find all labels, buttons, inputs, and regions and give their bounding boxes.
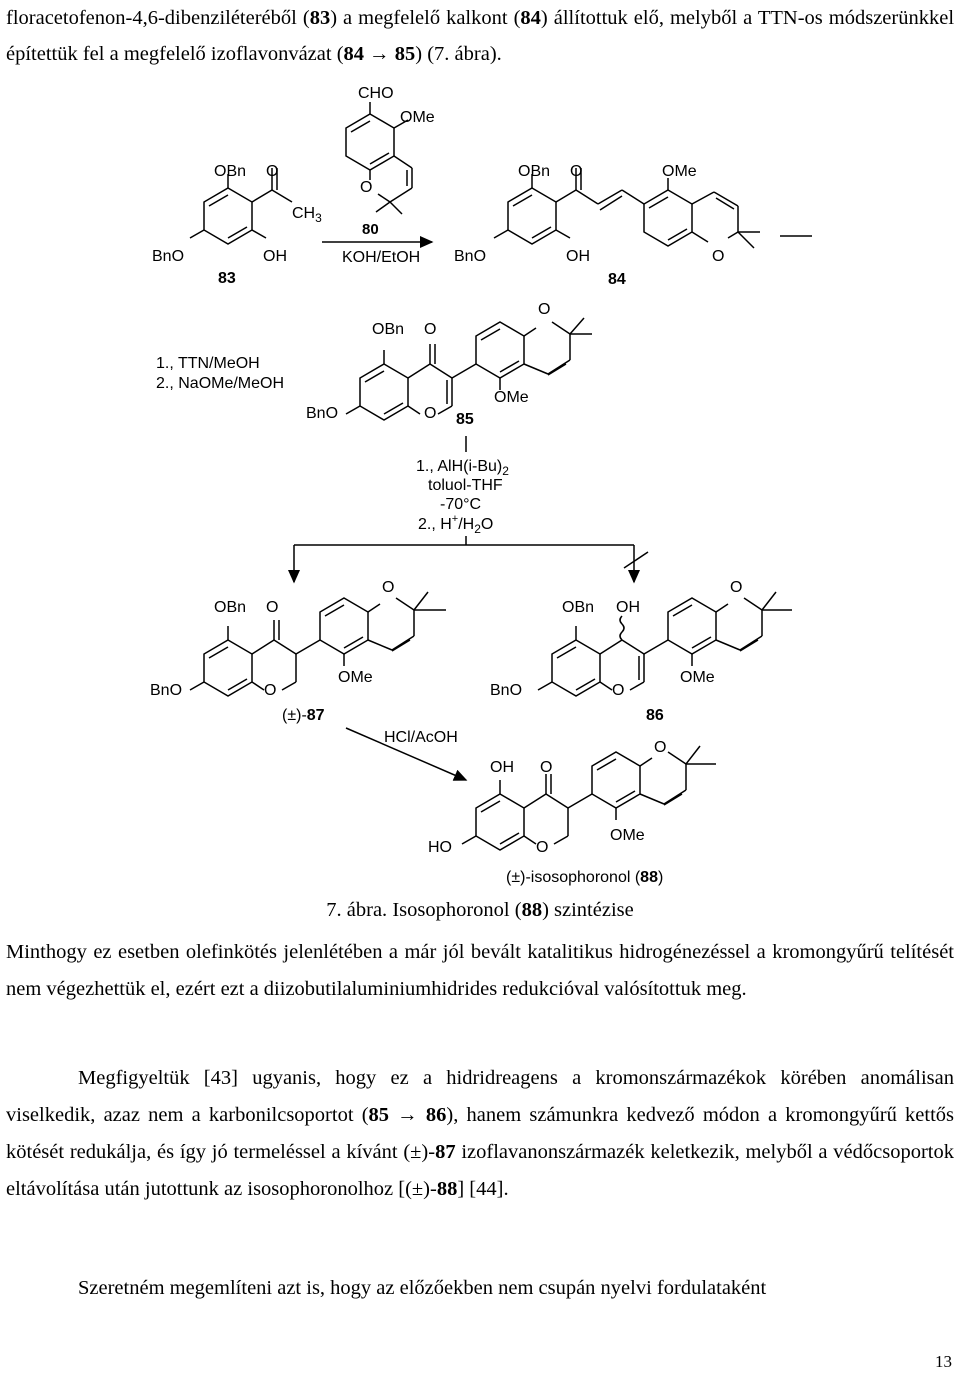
reagent-toluol-thf: toluol-THF (428, 477, 503, 494)
label-o-87: O (266, 599, 278, 616)
label-obn-84: OBn (518, 163, 550, 180)
label-ome-84: OMe (662, 163, 697, 180)
reagent-ttn: 1., TTN/MeOH (156, 355, 260, 372)
structure-86 (537, 591, 792, 697)
label-ome-87: OMe (338, 669, 373, 686)
blocked-mark (623, 551, 649, 569)
label-o-85: O (424, 321, 436, 338)
intro-text-2: ) a megfelelő kalkont ( (330, 7, 521, 29)
label-oh-84: OH (566, 248, 590, 265)
intro-paragraph: floracetofenon-4,6-dibenziléteréből (83)… (6, 0, 954, 72)
label-o-pyran-85: O (538, 301, 550, 318)
structure-84 (493, 168, 812, 249)
label-oh-88: OH (490, 759, 514, 776)
label-o-80: O (360, 179, 372, 196)
reagent-naome: 2., NaOMe/MeOH (156, 375, 284, 392)
structure-88 (461, 745, 716, 851)
label-o-88: O (540, 759, 552, 776)
label-obn-85: OBn (372, 321, 404, 338)
para2-compound-86: 86 (425, 1104, 447, 1126)
label-ch3: CH3 (292, 205, 322, 225)
compound-ref-84b: 84 (343, 43, 365, 65)
label-bno-83: BnO (152, 248, 184, 265)
caption-text-a: Isosophoronol ( (387, 899, 522, 921)
label-o-84: O (570, 163, 582, 180)
reaction-scheme: OBn O BnO OH CH3 83 CHO OMe O 80 KOH/EtO… (150, 85, 812, 886)
label-ome-86: OMe (680, 669, 715, 686)
label-obn-87: OBn (214, 599, 246, 616)
para2-text-b: ), hanem számunkra kedvező módon a kromo… (6, 1104, 954, 1163)
label-o-ring-84: O (712, 248, 724, 265)
label-bno-84: BnO (454, 248, 486, 265)
compound-ref-84: 84 (520, 7, 541, 29)
compound-ref-85: 85 (394, 43, 416, 65)
body-paragraph-1: Minthogy ez esetben olefinkötés jelenlét… (6, 941, 954, 1000)
body-paragraph-3: Szeretném megemlíteni azt is, hogy az el… (78, 1277, 767, 1299)
reagent-hcl-acoh: HCl/AcOH (384, 729, 458, 746)
label-bno-87: BnO (150, 682, 182, 699)
reaction-arrow-text: → (364, 43, 395, 65)
reagent-h-plus: 2., H+/H2O (418, 513, 493, 536)
structure-85 (345, 317, 592, 421)
page-number: 13 (935, 1352, 952, 1371)
body-paragraph-2: Megfigyeltük [43] ugyanis, hogy ez a hid… (6, 1060, 954, 1208)
figure-number: 7. ábra. (326, 899, 388, 921)
label-ho-88: HO (428, 839, 452, 856)
intro-text-1: floracetofenon-4,6-dibenziléteréből ( (6, 7, 310, 29)
para2-compound-87: 87 (435, 1141, 456, 1163)
reagent-label-80: 80 (362, 221, 379, 238)
label-bno-85: BnO (306, 405, 338, 422)
caption-text-b: ) szintézise (542, 899, 634, 921)
structure-83 (189, 168, 293, 245)
label-obn-83: OBn (214, 163, 246, 180)
label-cho-80: CHO (358, 85, 394, 102)
reagent-alh: 1., AlH(i-Bu)2 (416, 458, 509, 478)
compound-label-83: 83 (218, 270, 236, 287)
para2-text-a: Megfigyeltük [43] ugyanis, hogy ez a hid… (6, 1067, 954, 1126)
reagent-koh-etoh: KOH/EtOH (342, 249, 420, 266)
label-o-ring-87: O (264, 682, 276, 699)
structure-80 (345, 102, 413, 215)
intro-text-4: ) (7. ábra). (415, 43, 502, 65)
label-o-pyran-88: O (654, 739, 666, 756)
caption-compound-88: 88 (521, 899, 543, 921)
label-o-83: O (266, 163, 278, 180)
structure-87 (189, 591, 446, 697)
label-oh-83: OH (263, 248, 287, 265)
label-oh-86: OH (616, 599, 640, 616)
para2-compound-88: 88 (436, 1178, 458, 1200)
label-ome-85: OMe (494, 389, 529, 406)
label-o-ring-86: O (612, 682, 624, 699)
compound-label-88: (±)-isosophoronol (88) (506, 869, 663, 886)
intro-text-3: ) állítottuk elő, melyből a TTN-os módsz… (6, 7, 955, 65)
reaction-arrow-hcl (345, 727, 468, 781)
compound-label-85: 85 (456, 411, 474, 428)
compound-label-87: (±)-87 (282, 707, 325, 724)
label-obn-86: OBn (562, 599, 594, 616)
compound-label-86: 86 (646, 707, 664, 724)
compound-ref-83: 83 (309, 7, 331, 29)
label-o-ring-88: O (536, 839, 548, 856)
compound-label-84: 84 (608, 271, 626, 288)
label-ome-88: OMe (610, 827, 645, 844)
label-o-pyran-87: O (382, 579, 394, 596)
figure-caption: 7. ábra. Isosophoronol (88) szintézise (0, 896, 960, 924)
para2-text-c: izoflavanonszármazék keletkezik, melyből… (6, 1141, 954, 1200)
para2-compound-85: 85 (368, 1104, 390, 1126)
label-bno-86: BnO (490, 682, 522, 699)
label-o-pyran-86: O (730, 579, 742, 596)
label-o-ring-85: O (424, 405, 436, 422)
label-ome-80: OMe (400, 109, 435, 126)
para2-arrow: → (389, 1104, 426, 1126)
reagent-temperature: -70°C (440, 496, 481, 513)
para2-text-d: ] [44]. (457, 1178, 509, 1200)
